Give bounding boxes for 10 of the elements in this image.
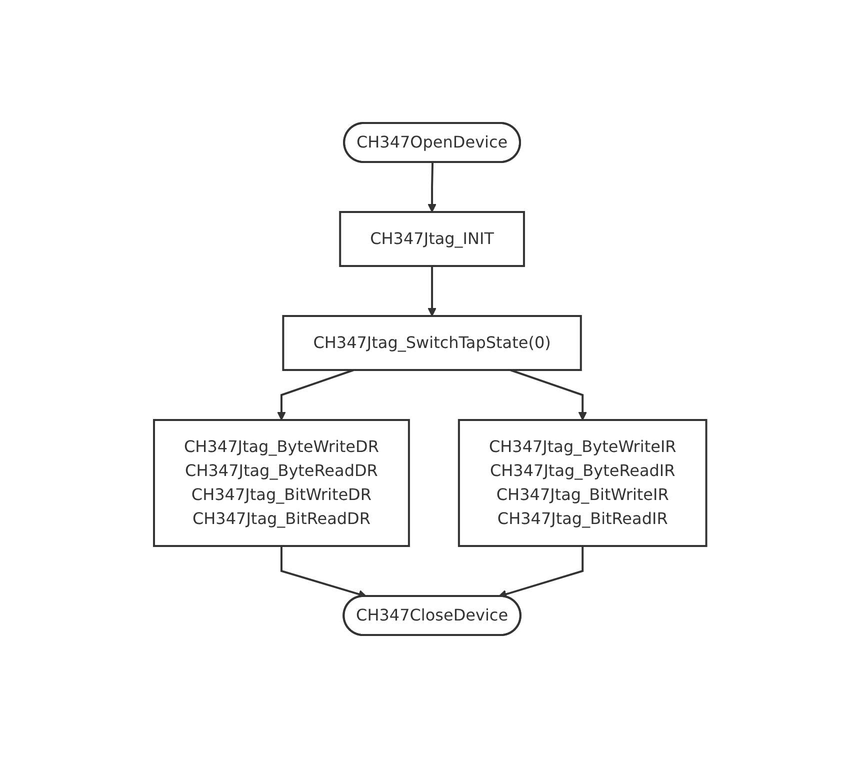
arrow [428, 162, 437, 212]
node-box: CH347Jtag_SwitchTapState(0) [282, 315, 582, 371]
arrow [277, 369, 355, 420]
arrow [280, 546, 368, 598]
arrow [428, 266, 437, 316]
node-box: CH347Jtag_INIT [339, 211, 526, 267]
arrow [510, 369, 588, 420]
node-box: CH347Jtag_ByteWriteDR CH347Jtag_ByteReadDR CH347Jtag_BitWriteDR CH347Jtag_BitReadDR [153, 419, 410, 547]
node-box: CH347Jtag_ByteWriteIR CH347Jtag_ByteReadIR CH347Jtag_BitWriteIR CH347Jtag_BitReadIR [458, 419, 708, 547]
arrow [498, 546, 584, 598]
